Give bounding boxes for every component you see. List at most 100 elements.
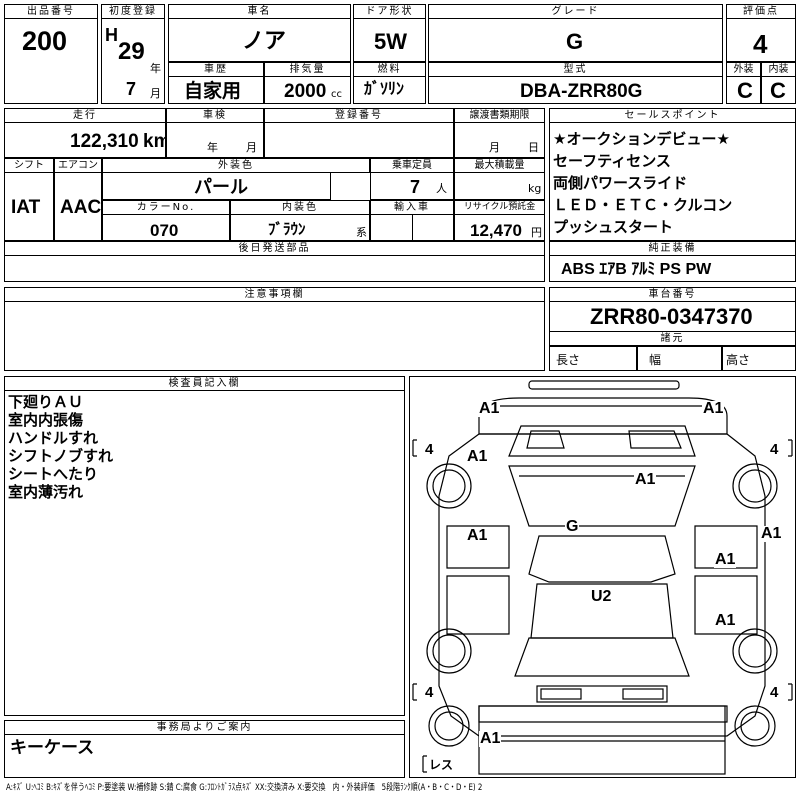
door-value: 5W bbox=[374, 29, 407, 54]
inspector-note: ハンドルすれ bbox=[8, 429, 99, 447]
wheel-rear-left bbox=[426, 628, 472, 674]
tail-gate bbox=[536, 685, 668, 703]
reg-label: 初度登録 bbox=[101, 4, 165, 19]
inspector-note: シフトノブすれ bbox=[8, 447, 114, 465]
rear-window bbox=[514, 637, 690, 677]
height-label: 高さ bbox=[726, 353, 751, 367]
office-label: 事務局よりご案内 bbox=[4, 720, 405, 735]
colorno-value: 070 bbox=[150, 221, 179, 240]
sales-points-cell bbox=[549, 108, 796, 241]
left-rear-door bbox=[446, 575, 510, 635]
name-label: 車名 bbox=[168, 4, 351, 19]
exterior-label: 外装 bbox=[726, 62, 761, 77]
inspection-year-unit: 年 bbox=[207, 141, 218, 154]
transfer-day-unit: 日 bbox=[528, 141, 539, 154]
spare-circle-right bbox=[734, 705, 776, 747]
inspector-note: 室内内張傷 bbox=[8, 411, 84, 429]
damage-mark: A1 bbox=[478, 400, 501, 417]
damage-mark: G bbox=[565, 518, 580, 535]
damage-mark: A1 bbox=[702, 400, 725, 417]
interior-label: 内装 bbox=[761, 62, 796, 77]
recycle-label: リサイクル預託金 bbox=[454, 200, 545, 215]
damage-mark: A1 bbox=[466, 527, 489, 544]
windshield bbox=[508, 465, 696, 527]
plate-label: 登録番号 bbox=[264, 108, 454, 123]
sales-point-item: プッシュスタート bbox=[553, 218, 674, 236]
transfer-month-unit: 月 bbox=[489, 141, 500, 154]
lot-value: 200 bbox=[22, 26, 68, 56]
score-label: 評価点 bbox=[726, 4, 796, 19]
color-label: 外装色 bbox=[102, 158, 370, 173]
interior-color-value: ﾌﾞﾗｳﾝ bbox=[268, 221, 306, 238]
front-bumper-outline bbox=[478, 397, 728, 435]
tire-score: 4 bbox=[770, 441, 779, 458]
roof bbox=[528, 535, 676, 583]
front-bumper-shape bbox=[528, 380, 680, 390]
inspection-label: 車検 bbox=[166, 108, 264, 123]
sales-point-item: 両側パワースライド bbox=[553, 174, 688, 192]
load-label: 最大積載量 bbox=[454, 158, 545, 173]
fuel-value: ｶﾞｿﾘﾝ bbox=[364, 81, 405, 98]
left-front-door bbox=[446, 525, 510, 569]
recycle-value: 12,470 bbox=[470, 221, 522, 240]
spare-tire-value: レス bbox=[429, 758, 454, 772]
grade-value: G bbox=[566, 29, 584, 54]
length-cell bbox=[549, 346, 637, 371]
color-divider bbox=[330, 173, 370, 200]
car-diagram bbox=[412, 380, 793, 775]
reg-cell bbox=[101, 4, 165, 104]
inspector-label: 検査員記入欄 bbox=[4, 376, 405, 391]
month-unit: 月 bbox=[150, 87, 161, 100]
sales-point-item: ★オークションデビュー★ bbox=[553, 130, 730, 148]
legend-text: A:ｷｽﾞ U:ﾍｺﾐ B:ｷｽﾞを伴うﾍｺﾐ P:要塗装 W:補修跡 S:錆 … bbox=[6, 784, 617, 793]
chassis-label: 車台番号 bbox=[549, 287, 796, 302]
inspection-month-unit: 月 bbox=[246, 141, 257, 154]
damage-mark: A1 bbox=[714, 551, 737, 568]
model-label: 型式 bbox=[428, 62, 723, 77]
damage-mark: A1 bbox=[479, 730, 502, 747]
recycle-unit: 円 bbox=[531, 226, 542, 239]
interior-value: C bbox=[770, 78, 786, 103]
capacity-label: 乗車定員 bbox=[370, 158, 454, 173]
right-rear-door bbox=[694, 575, 758, 635]
legend-line: A:ｷｽﾞ U:ﾍｺﾐ B:ｷｽﾞを伴うﾍｺﾐ P:要塗装 W:補修跡 S:錆 … bbox=[6, 783, 483, 793]
wheel-rear-right bbox=[732, 628, 778, 674]
rear-bar bbox=[478, 705, 726, 775]
exterior-value: C bbox=[737, 78, 753, 103]
fuel-label: 燃料 bbox=[353, 62, 426, 77]
wheel-front-left bbox=[426, 463, 472, 509]
grade-label: グレード bbox=[428, 4, 723, 19]
sales-point-item: ＬＥＤ・ＥＴＣ・クルコン bbox=[553, 196, 733, 214]
load-unit: kg bbox=[528, 182, 542, 195]
chassis-value: ZRR80-0347370 bbox=[590, 304, 753, 329]
year-unit: 年 bbox=[150, 62, 161, 75]
damage-mark: A1 bbox=[466, 448, 489, 465]
right-front-door bbox=[694, 525, 758, 569]
lot-cell bbox=[4, 4, 98, 104]
color-value: パール bbox=[194, 177, 248, 197]
displacement-unit: cc bbox=[331, 89, 342, 100]
model-value: DBA-ZRR80G bbox=[520, 81, 643, 102]
inspector-notes-list: 下廻りＡＵ 室内内張傷 ハンドルすれ シフトノブすれ シートへたり 室内薄汚れ bbox=[8, 393, 113, 501]
mileage-label: 走行 bbox=[4, 108, 166, 123]
import-divider bbox=[412, 215, 413, 241]
shift-value: IAT bbox=[11, 197, 41, 218]
sales-point-item: セーフティセンス bbox=[553, 152, 671, 170]
transfer-label: 譲渡書類期限 bbox=[454, 108, 545, 123]
year-value: 29 bbox=[118, 38, 145, 65]
shift-label: シフト bbox=[4, 158, 54, 173]
office-value: キーケース bbox=[10, 738, 95, 757]
mileage-unit: km bbox=[143, 131, 171, 152]
month-value: 7 bbox=[126, 79, 137, 99]
displacement-label: 排気量 bbox=[264, 62, 351, 77]
body-outline bbox=[438, 433, 766, 737]
width-cell bbox=[637, 346, 722, 371]
damage-mark: U2 bbox=[590, 588, 613, 605]
damage-mark: A1 bbox=[634, 471, 657, 488]
tire-score: 4 bbox=[770, 684, 779, 701]
displacement-value: 2000 bbox=[284, 81, 327, 102]
height-cell bbox=[722, 346, 796, 371]
width-label: 幅 bbox=[649, 353, 662, 367]
equipment-label: 純正装備 bbox=[549, 241, 796, 256]
name-value: ノア bbox=[242, 28, 287, 53]
